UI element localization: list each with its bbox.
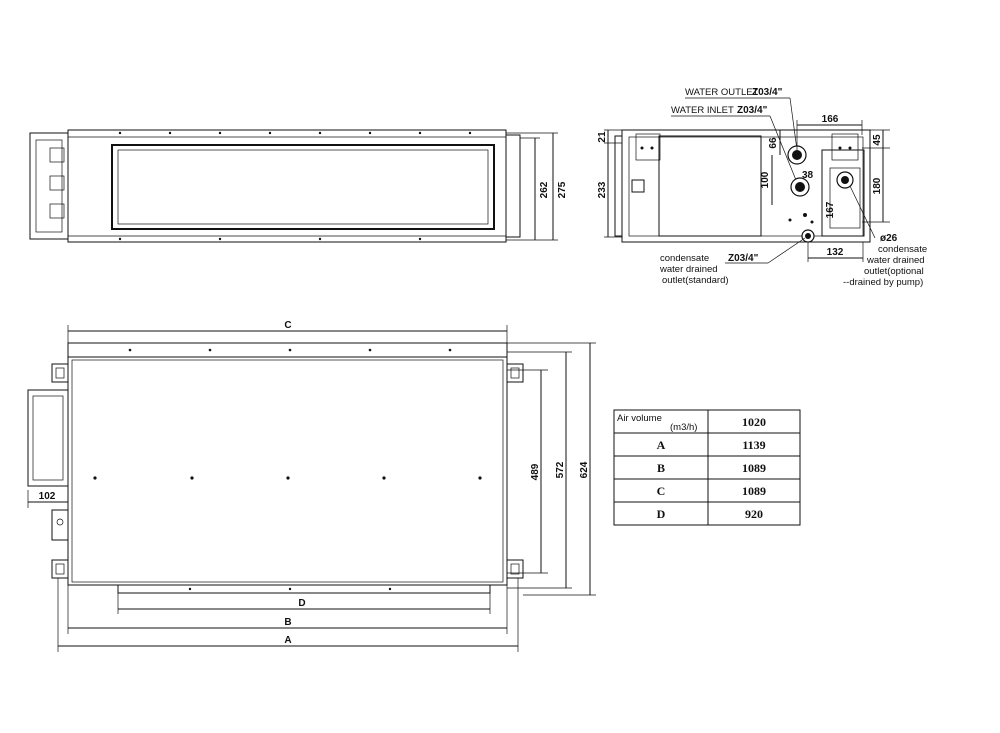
condensate-std-line3: outlet(standard) [662,275,729,286]
condensate-opt-line3: outlet(optional [864,266,924,277]
table-header-value: 1020 [742,415,766,429]
dim-489: 489 [530,463,541,480]
drain-standard-fitting [801,229,815,243]
condensate-std-line1: condensate [660,253,709,264]
dim-624: 624 [579,461,590,478]
dim-c: C [284,320,291,331]
table-row-value: 1089 [742,461,766,475]
hanger-brackets [51,363,524,579]
table-header-unit: (m3/h) [670,422,697,433]
condensate-opt-line1: condensate [878,244,927,255]
air-volume-table: Air volume (m3/h) 1020 A 1139 B 1089 C 1… [613,409,801,526]
top-view-body [67,129,507,243]
dim-a: A [284,635,291,646]
dim-38: 38 [802,170,814,181]
front-view: C 102 [27,320,596,652]
water-inlet-fitting [790,177,810,197]
dim-572: 572 [555,461,566,478]
dim-b: B [284,617,291,628]
water-inlet-label: WATER INLET [671,105,734,116]
condensate-std-size: Z03/4" [728,253,759,264]
table-row-label: A [657,438,666,452]
table-header-label: Air volume [617,413,662,424]
top-view-holes [118,131,472,241]
dim-45: 45 [872,134,883,146]
table-row-value: 1139 [742,438,765,452]
side-view: WATER OUTLET Z03/4" WATER INLET Z03/4" [597,87,927,288]
top-view: 262 275 [29,129,568,243]
dim-132: 132 [827,247,844,258]
condensate-opt-line4: --drained by pump) [843,277,923,288]
condensate-std-line2: water drained [659,264,718,275]
dim-d: D [298,598,305,609]
table-row-label: D [657,507,666,521]
dim-233: 233 [597,181,608,198]
dim-275: 275 [557,181,568,198]
dim-100: 100 [760,171,771,188]
water-outlet-label: WATER OUTLET [685,87,759,98]
drain-optional-fitting [836,171,854,189]
table-row-label: B [657,461,665,475]
dim-167: 167 [825,201,836,218]
table-row-value: 920 [745,507,763,521]
top-view-inlet [29,132,69,240]
water-outlet-size: Z03/4" [752,87,783,98]
dim-180: 180 [872,177,883,194]
front-view-body [67,356,508,586]
drain-diameter: ø26 [880,233,898,244]
dim-21: 21 [597,131,608,143]
water-outlet-fitting [787,145,807,165]
dim-102: 102 [39,491,56,502]
condensate-opt-line2: water drained [866,255,925,266]
table-row-value: 1089 [742,484,766,498]
dim-66: 66 [768,137,779,149]
table-row-label: C [657,484,666,498]
water-inlet-size: Z03/4" [737,105,768,116]
coil-box [658,135,762,237]
dim-166: 166 [822,114,839,125]
front-view-inlet [27,389,69,487]
dim-262: 262 [539,181,550,198]
top-view-opening [111,144,495,230]
